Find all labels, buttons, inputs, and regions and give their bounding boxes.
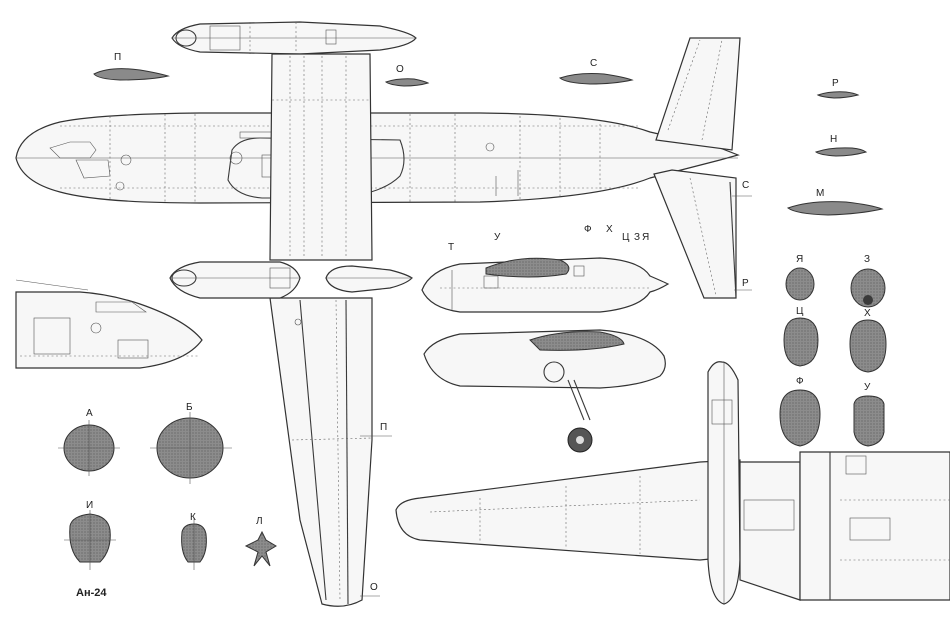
label-r: Р <box>832 78 839 89</box>
label-n: Н <box>830 134 837 145</box>
label-l: Л <box>256 516 263 527</box>
cross-section-z: З <box>850 254 886 308</box>
label-ya: Я <box>642 232 649 243</box>
nacelle-side-view-upper: Т У Ф Х Ц З Я <box>421 224 670 313</box>
label-t: Т <box>448 242 454 253</box>
label-o: О <box>396 64 404 75</box>
airfoil-section-r: Р <box>816 78 860 99</box>
label-p: П <box>114 52 121 63</box>
cross-section-i: И <box>64 500 116 570</box>
airfoil-section-o: О <box>384 64 430 87</box>
label-p-wing: П <box>380 422 387 433</box>
aircraft-name-label: Ан-24 <box>76 587 107 599</box>
label-b: Б <box>186 402 193 413</box>
wing-plan-view: П О <box>269 53 392 607</box>
label-f: Ф <box>584 224 592 235</box>
label-ya-sec: Я <box>796 254 803 265</box>
label-u: У <box>494 232 501 243</box>
label-a: А <box>86 408 93 419</box>
cross-section-f: Ф <box>779 376 821 447</box>
fuselage-side-view: С Р <box>15 37 752 299</box>
label-s: С <box>590 58 597 69</box>
label-f-sec: Ф <box>796 376 804 387</box>
cross-section-a: А <box>58 408 120 476</box>
cross-section-l: Л <box>244 516 277 567</box>
airfoil-section-s: С <box>558 58 634 85</box>
label-o-wing: О <box>370 582 378 593</box>
label-ts-sec: Ц <box>796 306 804 317</box>
airfoil-section-n: Н <box>814 134 868 157</box>
label-h-sec: Х <box>864 308 871 319</box>
cross-section-k: К <box>181 512 207 570</box>
label-m: М <box>816 188 824 199</box>
cross-section-u: У <box>853 382 885 447</box>
airfoil-section-m: М <box>786 188 884 216</box>
half-plan-view <box>395 361 950 605</box>
label-s-side: С <box>742 180 749 191</box>
cross-section-ts: Ц <box>783 306 819 367</box>
nacelle-plan-view <box>169 261 413 299</box>
label-k: К <box>190 512 196 523</box>
label-ts: Ц <box>622 232 630 243</box>
label-h: Х <box>606 224 613 235</box>
cross-section-b: Б <box>150 402 232 484</box>
label-z: З <box>634 232 640 243</box>
top-nacelle-plan <box>171 21 417 55</box>
nacelle-side-view-lower <box>423 329 666 453</box>
nose-detail-view <box>15 279 203 369</box>
label-z-sec: З <box>864 254 870 265</box>
cross-section-h: Х <box>849 308 887 373</box>
cross-section-ya: Я <box>785 254 815 301</box>
label-r-side: Р <box>742 278 749 289</box>
label-i: И <box>86 500 93 511</box>
label-u-sec: У <box>864 382 871 393</box>
airfoil-section-p: П <box>93 52 170 81</box>
